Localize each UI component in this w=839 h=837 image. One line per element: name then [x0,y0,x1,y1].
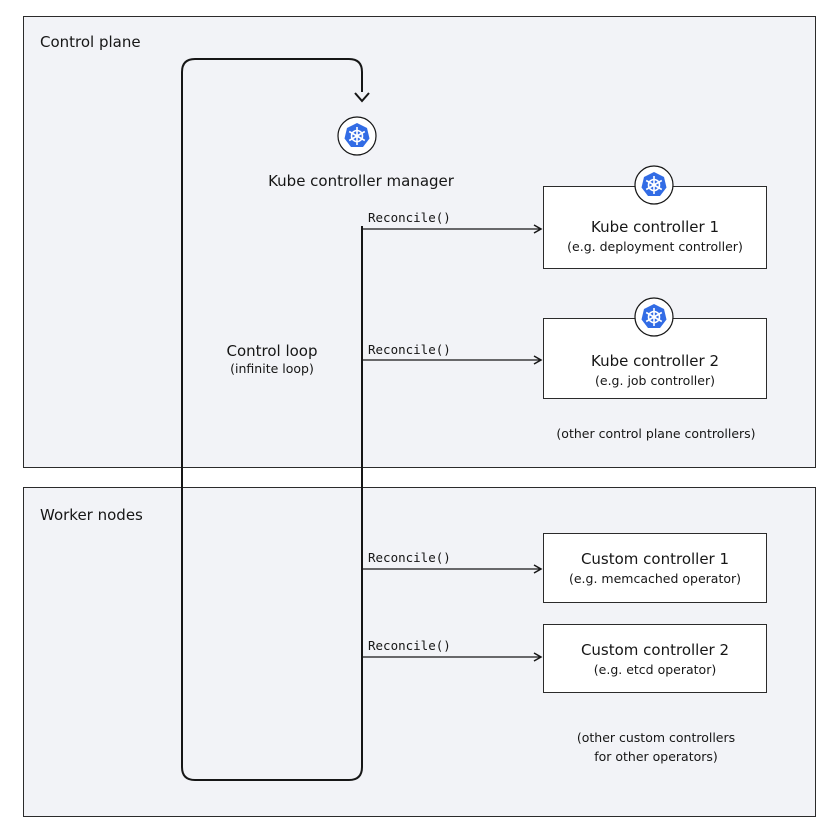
custom-controller-2-title: Custom controller 2 [580,641,730,659]
control-loop-title: Control loop [226,342,318,360]
manager-label: Kube controller manager [268,172,454,190]
reconcile-label-4: Reconcile() [368,638,451,653]
custom-controller-2-box: Custom controller 2 (e.g. etcd operator) [543,624,767,693]
control-plane-label: Control plane [40,33,141,51]
kube-controller-1-subtitle: (e.g. deployment controller) [567,239,743,254]
kube-controller-2-title: Kube controller 2 [591,352,719,370]
custom-other-note-line1: (other custom controllers [576,730,736,745]
kube-controller-1-title: Kube controller 1 [591,218,719,236]
kube-controller-2-subtitle: (e.g. job controller) [595,373,715,388]
worker-nodes-label: Worker nodes [40,506,143,524]
loop-return-path [181,58,363,781]
custom-controller-1-subtitle: (e.g. memcached operator) [568,571,742,586]
control-plane-other-note: (other control plane controllers) [556,426,756,441]
reconcile-label-1: Reconcile() [368,210,451,225]
kubernetes-icon [634,165,674,205]
reconcile-label-2: Reconcile() [368,342,451,357]
kubernetes-icon [634,297,674,337]
custom-other-note-line2: for other operators) [594,749,718,764]
kubernetes-icon [337,116,377,156]
loop-arrowhead [354,92,370,103]
custom-controller-1-box: Custom controller 1 (e.g. memcached oper… [543,533,767,603]
custom-controller-1-title: Custom controller 1 [580,550,730,568]
custom-controller-2-subtitle: (e.g. etcd operator) [593,662,717,677]
control-loop-subtitle: (infinite loop) [230,361,314,376]
reconcile-label-3: Reconcile() [368,550,451,565]
